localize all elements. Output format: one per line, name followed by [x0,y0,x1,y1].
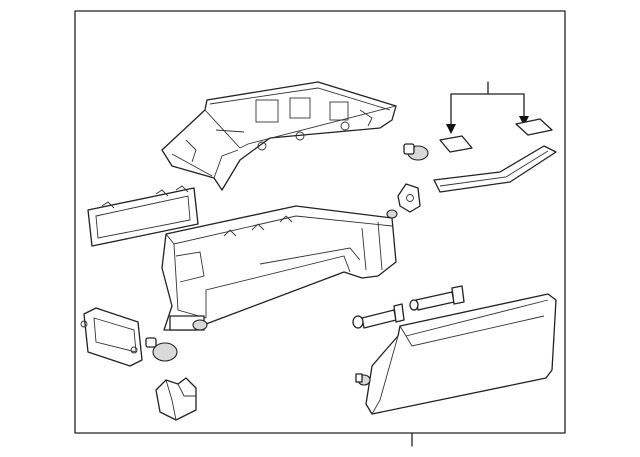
bolt-long [409,285,465,311]
retainer-clip [397,183,421,213]
latch-plate [80,307,143,367]
door-trim-strip [433,145,557,193]
glove-box-door [355,293,557,415]
glove-box-housing [161,205,397,331]
upper-glove-box-frame [161,81,397,191]
hinge-bracket [155,377,197,421]
callout-arrows [446,81,529,134]
vent-duct [87,185,199,247]
damper [145,337,178,362]
clip-stopper [403,143,429,161]
pads [439,118,553,153]
bolt-short [352,303,405,329]
bumper-stopper [386,209,398,219]
